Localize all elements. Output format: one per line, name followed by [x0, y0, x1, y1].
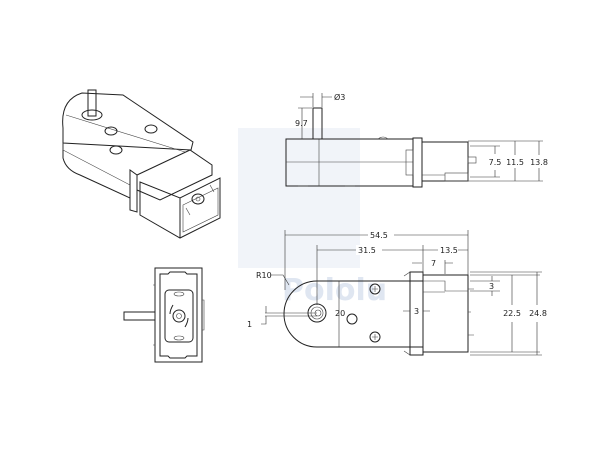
tab-offset-label: 7 — [431, 259, 436, 268]
shaft-offset-label: 1 — [247, 320, 252, 329]
end-view — [123, 267, 205, 363]
isometric-view — [62, 89, 221, 239]
plan-view: 54.5 31.5 13.5 7 3 3 20 R10 1 22.5 24.8 — [247, 230, 547, 356]
connector-height-label: 22.5 — [503, 309, 521, 318]
shaft-height-label: 9.7 — [295, 119, 308, 128]
body-width-label: 20 — [335, 309, 345, 318]
flange-thickness-label: 3 — [414, 307, 419, 316]
flange-height-label: 24.8 — [529, 309, 547, 318]
dim-13-8: 13.8 — [530, 158, 548, 167]
connector-length-label: 13.5 — [440, 246, 458, 255]
side-view: Ø3 9.7 7.5 11.5 13.8 — [285, 92, 548, 188]
dim-7-5: 7.5 — [489, 158, 502, 167]
shaft-diameter-label: Ø3 — [334, 92, 345, 102]
tab-width-label: 3 — [489, 282, 494, 291]
radius-label: R10 — [256, 271, 272, 280]
shaft-to-flange-label: 31.5 — [358, 246, 376, 255]
pololu-watermark: Pololu — [238, 128, 387, 308]
watermark-text: Pololu — [282, 273, 387, 308]
overall-length-label: 54.5 — [370, 231, 388, 240]
dim-11-5: 11.5 — [506, 158, 524, 167]
